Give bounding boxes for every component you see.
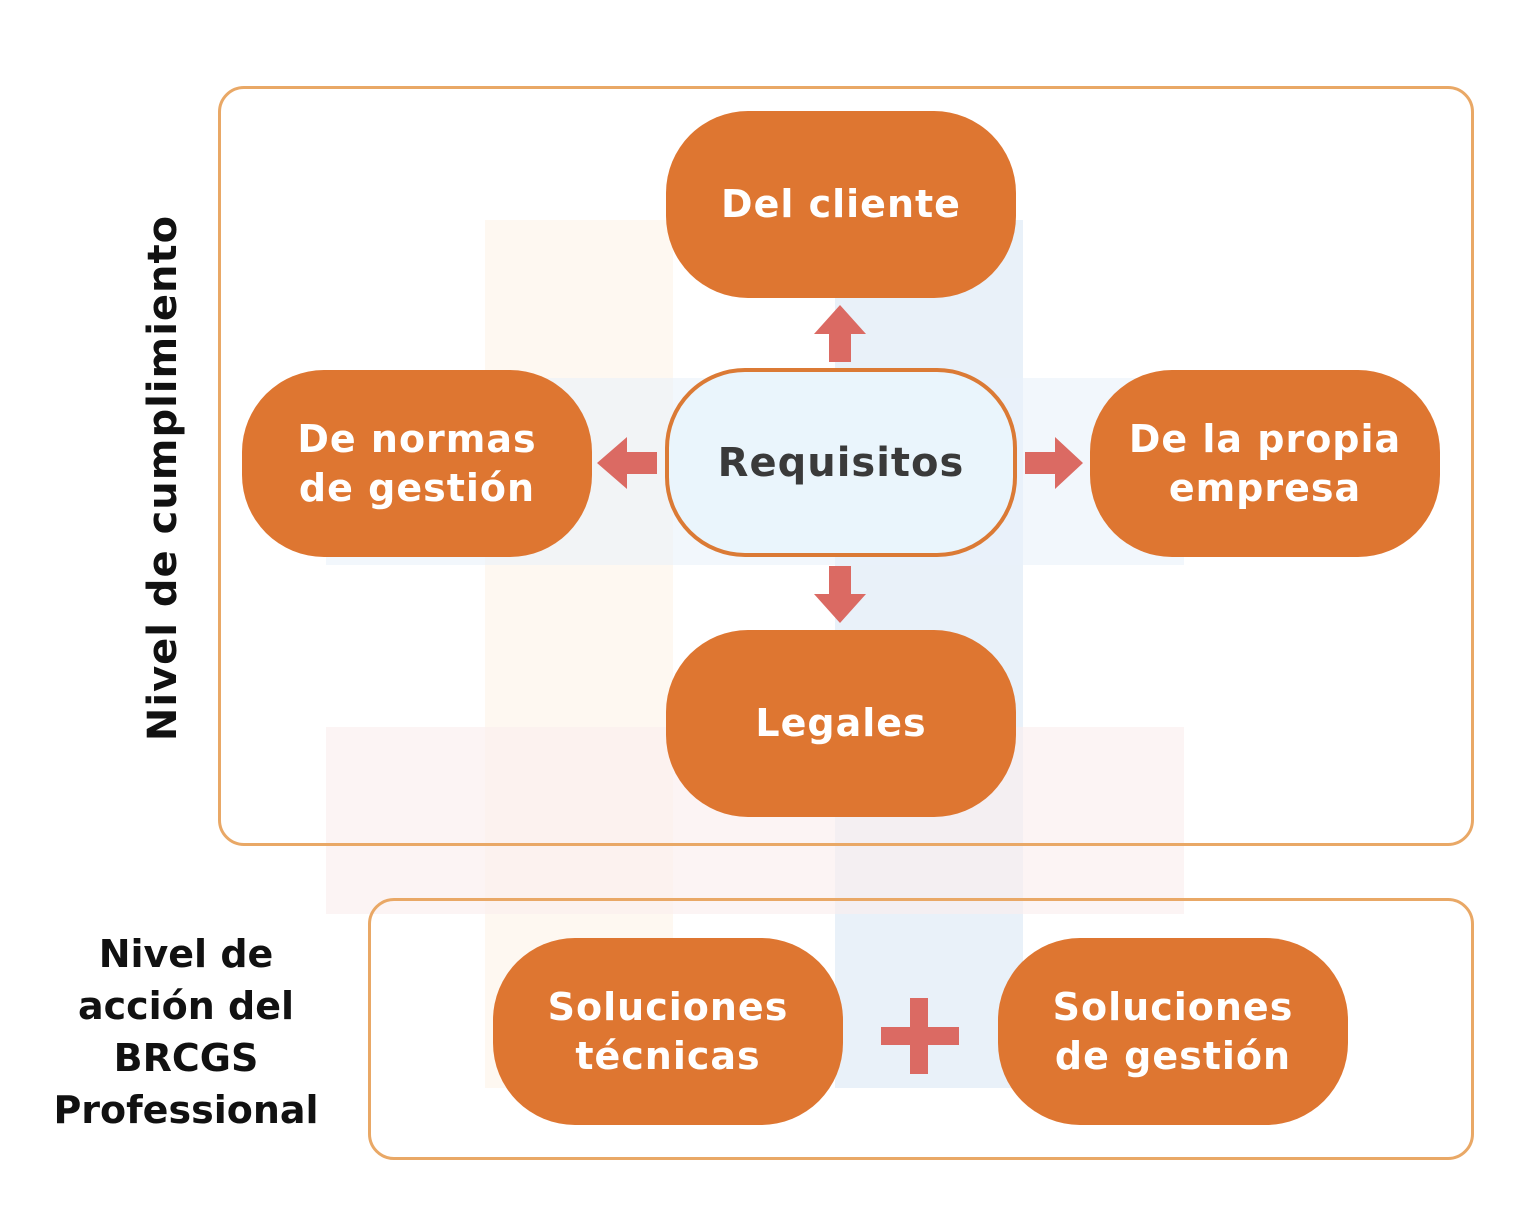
node-del-cliente: Del cliente bbox=[666, 111, 1016, 298]
arrow-up-icon bbox=[814, 305, 866, 362]
node-de-normas-de-gestion: De normas de gestión bbox=[242, 370, 592, 557]
arrow-right-icon bbox=[1025, 437, 1083, 489]
node-legales: Legales bbox=[666, 630, 1016, 817]
node-requisitos: Requisitos bbox=[665, 368, 1017, 557]
action-level-frame bbox=[368, 898, 1474, 1160]
node-soluciones-de-gestion: Soluciones de gestión bbox=[998, 938, 1348, 1125]
arrow-left-icon bbox=[597, 437, 657, 489]
node-soluciones-tecnicas: Soluciones técnicas bbox=[493, 938, 843, 1125]
plus-icon bbox=[881, 998, 959, 1074]
arrow-down-icon bbox=[814, 566, 866, 623]
node-de-la-propia-empresa: De la propia empresa bbox=[1090, 370, 1440, 557]
compliance-level-frame bbox=[218, 86, 1474, 846]
action-level-label: Nivel de acción del BRCGS Professional bbox=[53, 932, 319, 1132]
